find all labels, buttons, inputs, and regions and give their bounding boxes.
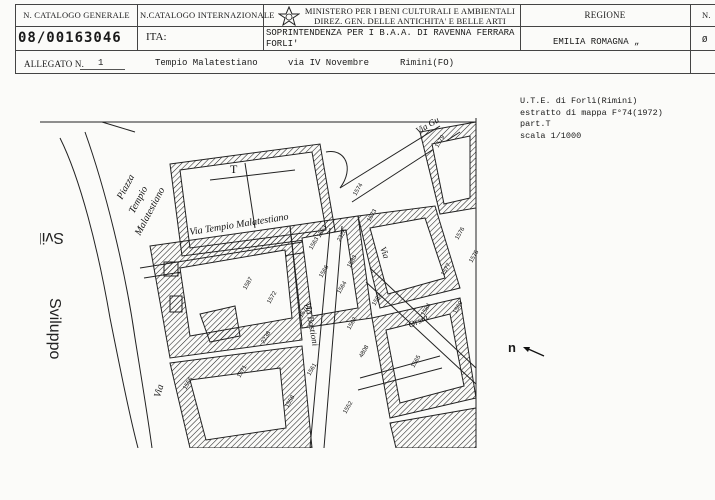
allegato-city: Rimini(FO) — [400, 58, 455, 68]
map-label-t: T — [230, 162, 238, 176]
header-mid-rule — [15, 26, 715, 27]
edge-text-upper: Sviluppo — [40, 229, 64, 246]
catalogo-internazionale-label: N.CATALOGO INTERNAZIONALE — [140, 10, 275, 20]
map-notes: U.T.E. di Forlì(Rimini) estratto di mapp… — [520, 96, 663, 142]
republic-emblem-icon — [278, 6, 300, 26]
n-value: Ø — [702, 35, 708, 45]
regione-value: EMILIA ROMAGNA „ — [553, 37, 640, 47]
regione-label: REGIONE — [584, 10, 626, 20]
header-divider-2 — [263, 4, 264, 50]
catalogo-generale-label: N. CATALOGO GENERALE — [23, 10, 130, 20]
parcel-label: 1575 — [469, 249, 480, 264]
map-note-2: estratto di mappa F°74(1972) — [520, 107, 663, 118]
header-divider-4 — [690, 4, 691, 74]
header-bottom-rule — [15, 50, 715, 51]
north-arrow-label: n — [508, 340, 516, 355]
n-label: N. — [702, 10, 711, 20]
soprintendenza-line-2: FORLI' — [266, 39, 299, 49]
map-note-4: scala 1/1000 — [520, 130, 582, 141]
parcel-label: 1552 — [343, 400, 355, 415]
map-note-3: part.T — [520, 119, 551, 129]
header-divider-1 — [137, 4, 138, 50]
allegato-monument: Tempio Malatestiano — [155, 58, 258, 68]
ministry-line-2: DIREZ. GEN. DELLE ANTICHITA' E BELLE ART… — [314, 16, 506, 26]
ministry-line-1: MINISTERO PER I BENI CULTURALI E AMBIENT… — [304, 6, 516, 16]
header-top-rule — [15, 4, 715, 5]
map-label-via-right: Via — [378, 245, 392, 260]
edge-text-lower: Sviluppo — [46, 298, 63, 359]
catalogo-generale-value: 08/00163046 — [18, 30, 122, 46]
header-divider-3 — [520, 4, 521, 50]
header-left-border — [15, 4, 16, 74]
map-note-1: U.T.E. di Forlì(Rimini) — [520, 96, 638, 106]
ita-label: ITA: — [146, 31, 167, 43]
allegato-label: ALLEGATO N. — [24, 59, 85, 69]
parcel-label: 1576 — [455, 226, 467, 241]
map-label-via-left: Via — [152, 383, 166, 399]
allegato-number-underline — [80, 69, 125, 70]
cadastral-map: Piazza Tempio Malatestiano Via Tempio Ma… — [40, 118, 480, 448]
parcel-label: 4808 — [359, 344, 371, 359]
soprintendenza-line-1: SOPRINTENDENZA PER I B.A.A. DI RAVENNA F… — [266, 28, 515, 38]
allegato-bottom-rule — [15, 73, 715, 74]
allegato-number: 1 — [98, 58, 104, 68]
north-arrow-icon — [523, 347, 545, 357]
allegato-address: via IV Novembre — [288, 58, 370, 68]
